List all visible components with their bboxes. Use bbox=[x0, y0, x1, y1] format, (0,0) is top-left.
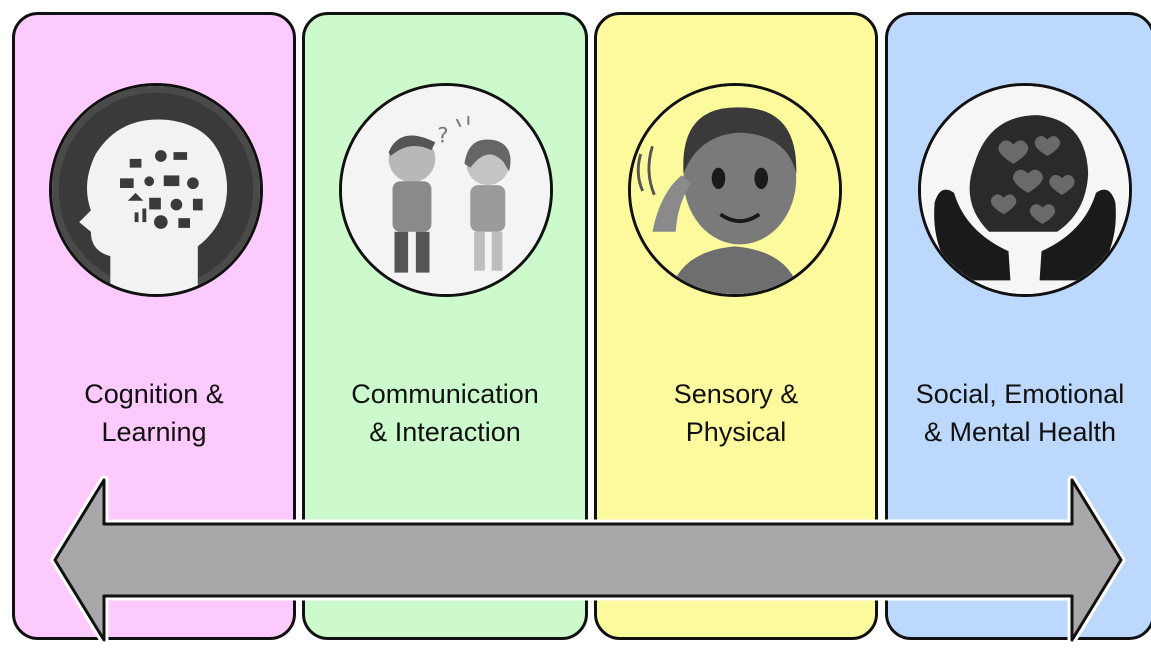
panel-label-sensory-physical: Sensory & Physical bbox=[597, 375, 875, 451]
label-line: Sensory & bbox=[673, 379, 799, 409]
label-line: Physical bbox=[685, 417, 787, 447]
label-line: & Interaction bbox=[369, 417, 521, 447]
panel-sensory-physical: Sensory & Physical bbox=[594, 12, 878, 640]
label-line: Learning bbox=[101, 417, 207, 447]
svg-text:?: ? bbox=[437, 123, 448, 148]
label-line: & Mental Health bbox=[923, 417, 1117, 447]
panel-social-emotional-mental-health: Social, Emotional & Mental Health bbox=[885, 12, 1151, 640]
head-with-learning-symbols-icon bbox=[49, 83, 263, 297]
panel-communication-interaction: ? Communication & Interaction bbox=[302, 12, 588, 640]
panel-label-communication-interaction: Communication & Interaction bbox=[305, 375, 585, 451]
panel-label-social-emotional-mental-health: Social, Emotional & Mental Health bbox=[888, 375, 1151, 451]
label-line: Cognition & bbox=[84, 379, 224, 409]
person-touching-ear-icon bbox=[628, 83, 842, 297]
label-line: Social, Emotional bbox=[915, 379, 1125, 409]
two-children-talking-icon: ? bbox=[339, 83, 553, 297]
label-line: Communication bbox=[351, 379, 539, 409]
hands-holding-heart-head-icon bbox=[918, 83, 1132, 297]
panel-cognition-learning: Cognition & Learning bbox=[12, 12, 296, 640]
panel-label-cognition-learning: Cognition & Learning bbox=[15, 375, 293, 451]
